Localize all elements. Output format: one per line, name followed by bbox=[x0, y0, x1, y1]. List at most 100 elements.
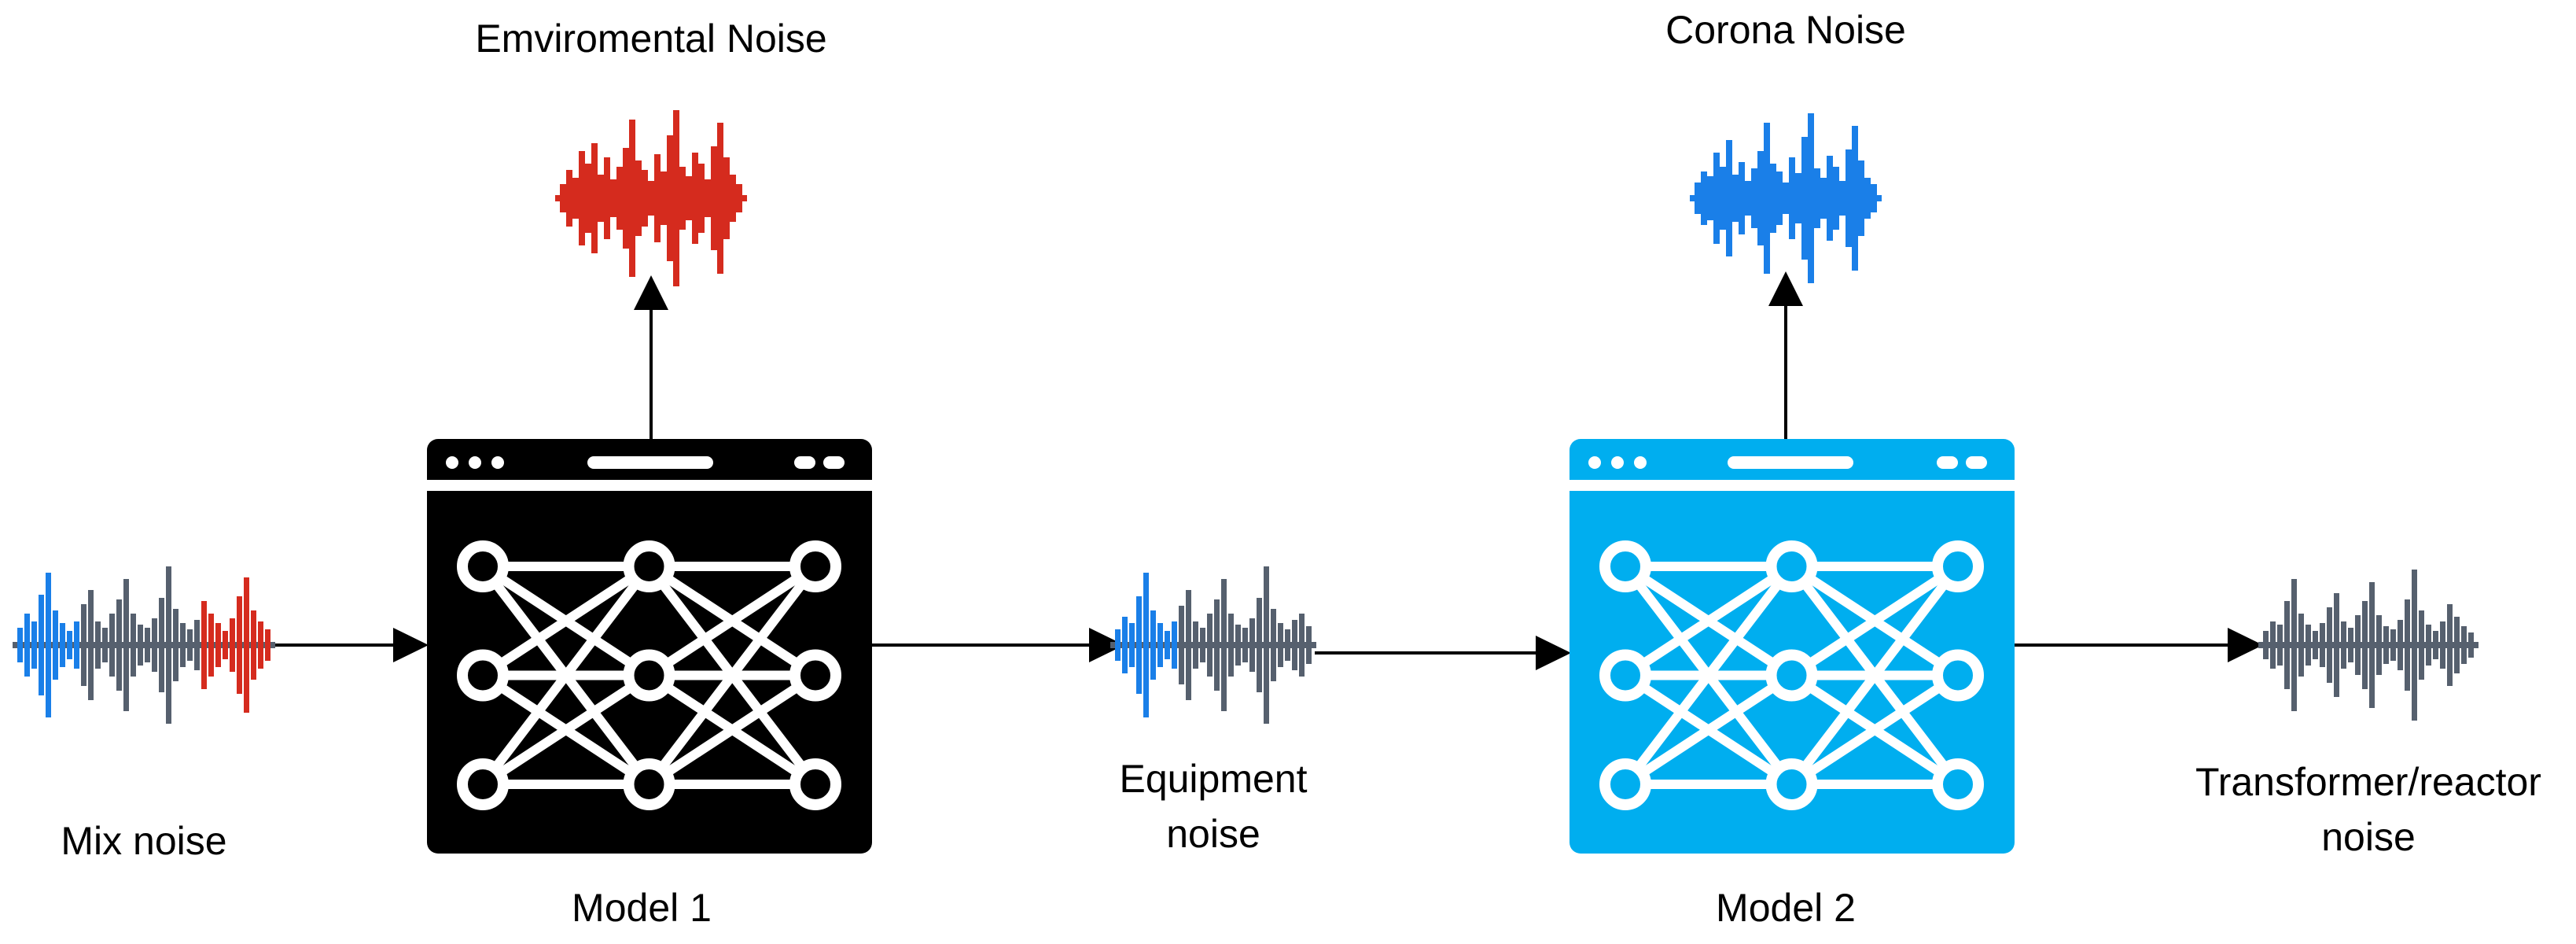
waveform-bar bbox=[692, 153, 698, 244]
waveform-bar bbox=[1839, 181, 1846, 216]
network-node-icon bbox=[457, 758, 509, 810]
waveform-bar bbox=[1776, 171, 1783, 225]
waveform-baseline bbox=[2258, 642, 2478, 648]
waveform-bar bbox=[2440, 621, 2445, 669]
waveform-bar bbox=[1172, 621, 1177, 669]
environmental-noise-label: Emviromental Noise bbox=[475, 17, 826, 61]
model1-window-dot-icon bbox=[469, 456, 481, 469]
waveform-bar bbox=[2461, 626, 2467, 664]
network-node-icon bbox=[789, 758, 841, 810]
model2-label: Model 2 bbox=[1716, 886, 1856, 930]
arrowhead-environmental bbox=[634, 275, 668, 310]
waveform-bar bbox=[1846, 149, 1852, 247]
network-node-icon bbox=[1599, 540, 1651, 592]
network-edge bbox=[644, 562, 820, 789]
network-node-icon bbox=[1599, 758, 1651, 810]
waveform-bar bbox=[598, 175, 604, 222]
waveform-bar bbox=[686, 176, 692, 220]
network-node-icon bbox=[457, 540, 509, 592]
waveform-bar bbox=[145, 628, 150, 662]
equipment-noise-label-line2: noise bbox=[1166, 812, 1260, 856]
waveform-bar bbox=[591, 143, 598, 253]
waveform-bar bbox=[1122, 617, 1128, 673]
waveform-bar bbox=[1115, 629, 1121, 661]
model2-titlebar-divider bbox=[1570, 480, 2015, 491]
arrowhead-model1 bbox=[393, 628, 429, 662]
waveform-bar bbox=[1795, 173, 1801, 223]
model2-window-control-icon bbox=[1966, 456, 1987, 469]
network-node-icon bbox=[457, 649, 509, 702]
waveform-bar bbox=[736, 184, 742, 212]
waveform-bar bbox=[1285, 629, 1290, 661]
waveform-bar bbox=[1306, 626, 1312, 664]
waveform-bar bbox=[1820, 178, 1827, 219]
waveform-bar bbox=[244, 577, 249, 713]
waveform-bar bbox=[723, 157, 730, 239]
waveform-bar bbox=[258, 621, 263, 669]
waveform-bar bbox=[679, 167, 686, 230]
waveform-bar bbox=[2327, 607, 2332, 683]
waveform-bar bbox=[1814, 168, 1820, 228]
waveform-bar bbox=[102, 628, 108, 662]
network-edge bbox=[478, 670, 654, 789]
waveform-bar bbox=[579, 151, 585, 245]
waveform-bar bbox=[1214, 599, 1220, 691]
waveform-bar bbox=[560, 184, 566, 212]
waveform-bar bbox=[2355, 615, 2361, 675]
waveform-bar bbox=[2454, 617, 2460, 673]
waveform-bar bbox=[1207, 614, 1213, 677]
waveform-bar bbox=[1858, 160, 1864, 236]
waveform-bar bbox=[1235, 625, 1241, 666]
network-connections bbox=[478, 562, 820, 789]
waveform-bar bbox=[230, 618, 235, 672]
waveform-bar bbox=[1720, 167, 1726, 230]
waveform-bar bbox=[2291, 579, 2297, 711]
waveform-bar bbox=[88, 590, 94, 700]
waveform-bar bbox=[1264, 566, 1269, 724]
waveform-bar bbox=[187, 629, 193, 661]
arrowhead-equipment bbox=[1089, 628, 1124, 662]
model2-icon bbox=[1570, 439, 2015, 854]
model1-neural-network-icon bbox=[457, 540, 841, 810]
waveform-bar bbox=[95, 621, 101, 669]
transformer-noise-waveform bbox=[2258, 570, 2478, 721]
mix-noise-label: Mix noise bbox=[61, 819, 226, 863]
waveform-bar bbox=[251, 610, 256, 680]
waveform-bar bbox=[1165, 631, 1170, 659]
waveform-bar bbox=[698, 164, 705, 233]
network-edge bbox=[1787, 562, 1963, 789]
waveform-bar bbox=[604, 157, 610, 239]
model1-window-control-icon bbox=[794, 456, 815, 469]
waveform-bar bbox=[2468, 632, 2474, 658]
waveform-bar bbox=[24, 614, 30, 677]
waveform-bar bbox=[2369, 582, 2375, 708]
waveform-bar bbox=[2447, 604, 2453, 686]
model2-window-dot-icon bbox=[1588, 456, 1601, 469]
waveform-bar bbox=[159, 598, 164, 692]
model2-window-dot-icon bbox=[1611, 456, 1624, 469]
waveform-bar bbox=[1299, 614, 1305, 677]
connector-arrows bbox=[271, 297, 2250, 655]
network-node-icon bbox=[789, 540, 841, 592]
waveform-bar bbox=[180, 623, 186, 667]
waveform-bar bbox=[138, 625, 143, 666]
waveform-bar bbox=[2426, 625, 2431, 666]
waveform-bar bbox=[1242, 628, 1248, 662]
waveform-bar bbox=[237, 596, 242, 694]
waveform-bar bbox=[1271, 609, 1276, 681]
waveform-bar bbox=[705, 179, 711, 217]
waveform-bar bbox=[1789, 157, 1795, 239]
network-edge bbox=[1787, 562, 1963, 680]
waveform-bar bbox=[1136, 596, 1142, 694]
arrowheads bbox=[393, 271, 2263, 670]
transformer-noise-label-line2: noise bbox=[2321, 815, 2416, 859]
waveform-bar bbox=[17, 628, 23, 662]
waveform-bar bbox=[194, 620, 200, 670]
waveform-bar bbox=[46, 573, 51, 717]
waveform-bar bbox=[2270, 621, 2276, 669]
equipment-noise-label-line1: Equipment bbox=[1119, 757, 1307, 801]
waveform-bar bbox=[2383, 626, 2389, 664]
waveform-bar bbox=[717, 123, 723, 274]
waveform-bar bbox=[1193, 621, 1198, 669]
waveform-bar bbox=[1292, 620, 1297, 670]
